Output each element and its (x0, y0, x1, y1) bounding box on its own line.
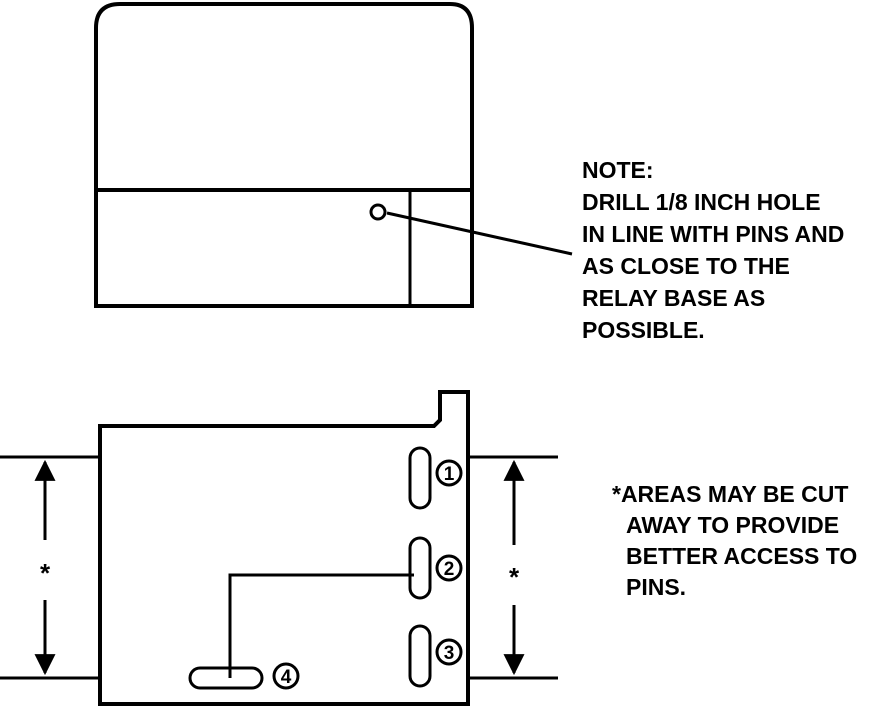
areas-note-line: AWAY TO PROVIDE (626, 512, 839, 538)
pin-label-1: 1 (444, 464, 455, 485)
drill-note-line: POSSIBLE. (582, 317, 705, 343)
pin-slot-1 (408, 446, 432, 510)
pin-slot-2 (408, 536, 432, 600)
drill-note-line: IN LINE WITH PINS AND (582, 221, 844, 247)
drill-note: NOTE: DRILL 1/8 INCH HOLE IN LINE WITH P… (582, 157, 851, 343)
drill-note-line: NOTE: (582, 157, 654, 183)
side-view-outline (98, 390, 470, 706)
pin-connection-line (228, 573, 414, 678)
areas-note-line: *AREAS MAY BE CUT (612, 481, 848, 507)
pin-label-3: 3 (444, 643, 455, 664)
drill-hole (369, 203, 387, 221)
pin-label-4: 4 (281, 667, 292, 688)
pin-slot-4 (188, 666, 264, 690)
top-view-outline (94, 1, 474, 308)
pin-number-circle-3 (435, 638, 463, 666)
side-view (0, 390, 558, 706)
pin-number-circle-1 (435, 459, 463, 487)
pin-label-2: 2 (444, 559, 455, 580)
drill-note-line: DRILL 1/8 INCH HOLE (582, 189, 821, 215)
areas-note-line: PINS. (626, 574, 686, 600)
drill-note-line: RELAY BASE AS (582, 285, 765, 311)
drill-note-line: AS CLOSE TO THE (582, 253, 790, 279)
areas-note-line: BETTER ACCESS TO (626, 543, 857, 569)
right-dimension-star: * (509, 562, 520, 592)
note-leader-line (386, 211, 573, 256)
left-dimension-star: * (40, 558, 51, 588)
pin-number-circle-2 (435, 554, 463, 582)
areas-note: *AREAS MAY BE CUT AWAY TO PROVIDE BETTER… (612, 481, 864, 600)
top-view (94, 1, 573, 308)
pin-number-circle-4 (272, 662, 300, 690)
pin-slot-3 (408, 624, 432, 688)
